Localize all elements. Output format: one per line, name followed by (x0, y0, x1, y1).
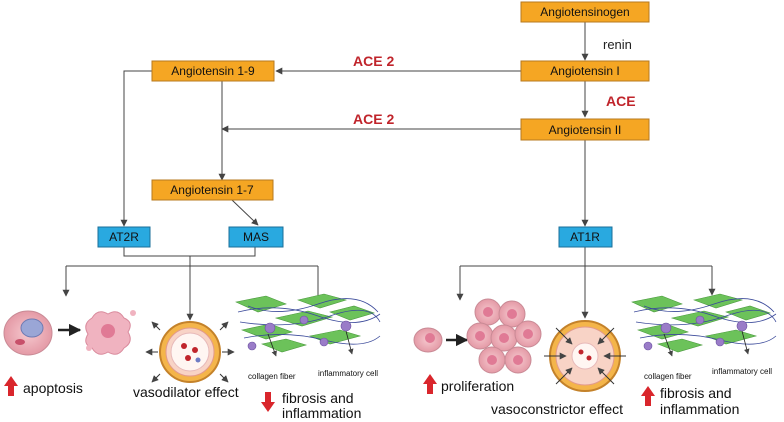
vasoconstrictor-label: vasoconstrictor effect (491, 401, 623, 417)
angiotensin-2-label: Angiotensin II (549, 123, 622, 137)
fibrosis-left-illustration (235, 293, 381, 357)
angiotensin-1-label: Angiotensin I (550, 64, 619, 78)
connectors (62, 22, 716, 321)
node-at2r: AT2R (97, 226, 151, 248)
inflammatory-cell-right-label: inflammatory cell (712, 367, 772, 376)
at1r-label: AT1R (570, 230, 600, 244)
node-at1r: AT1R (558, 226, 613, 248)
proliferation-up-arrow-icon (423, 374, 437, 394)
at2r-label: AT2R (109, 230, 139, 244)
proliferation-illustration (413, 298, 542, 374)
apoptosis-label: apoptosis (23, 380, 83, 396)
ace-label: ACE (606, 93, 636, 109)
fibrosis-left-line1: fibrosis and (282, 390, 354, 406)
apoptosis-up-arrow-icon (4, 376, 18, 396)
fibrosis-right-up-arrow-icon (641, 386, 655, 406)
inflammatory-cell-left-label: inflammatory cell (318, 369, 378, 378)
fibrosis-left-line2: inflammation (282, 405, 361, 421)
node-angiotensin-1-9: Angiotensin 1-9 (151, 60, 275, 82)
fibrosis-right-line2: inflammation (660, 401, 739, 417)
fibrosis-right-illustration (631, 293, 777, 357)
collagen-fiber-left-label: collagen fiber (248, 372, 296, 381)
ace2-bottom-label: ACE 2 (353, 111, 394, 127)
vasodilator-label: vasodilator effect (133, 384, 239, 400)
proliferation-label: proliferation (441, 378, 514, 394)
node-angiotensin-2: Angiotensin II (520, 118, 650, 141)
angiotensin-1-9-label: Angiotensin 1-9 (171, 64, 255, 78)
fibrosis-left-down-arrow-icon (261, 392, 275, 412)
angiotensinogen-label: Angiotensinogen (540, 5, 629, 19)
node-angiotensin-1: Angiotensin I (520, 60, 650, 82)
ace2-top-label: ACE 2 (353, 53, 394, 69)
collagen-fiber-right-label: collagen fiber (644, 372, 692, 381)
node-angiotensin-1-7: Angiotensin 1-7 (151, 179, 274, 201)
renin-label: renin (603, 37, 632, 52)
vasoconstrictor-illustration (544, 320, 626, 392)
node-mas: MAS (228, 226, 284, 248)
fibrosis-right-line1: fibrosis and (660, 385, 732, 401)
node-angiotensinogen: Angiotensinogen (520, 1, 650, 23)
angiotensin-1-7-label: Angiotensin 1-7 (170, 183, 254, 197)
apoptosis-illustration (3, 310, 136, 356)
vasodilator-illustration (145, 321, 235, 383)
mas-label: MAS (243, 230, 269, 244)
